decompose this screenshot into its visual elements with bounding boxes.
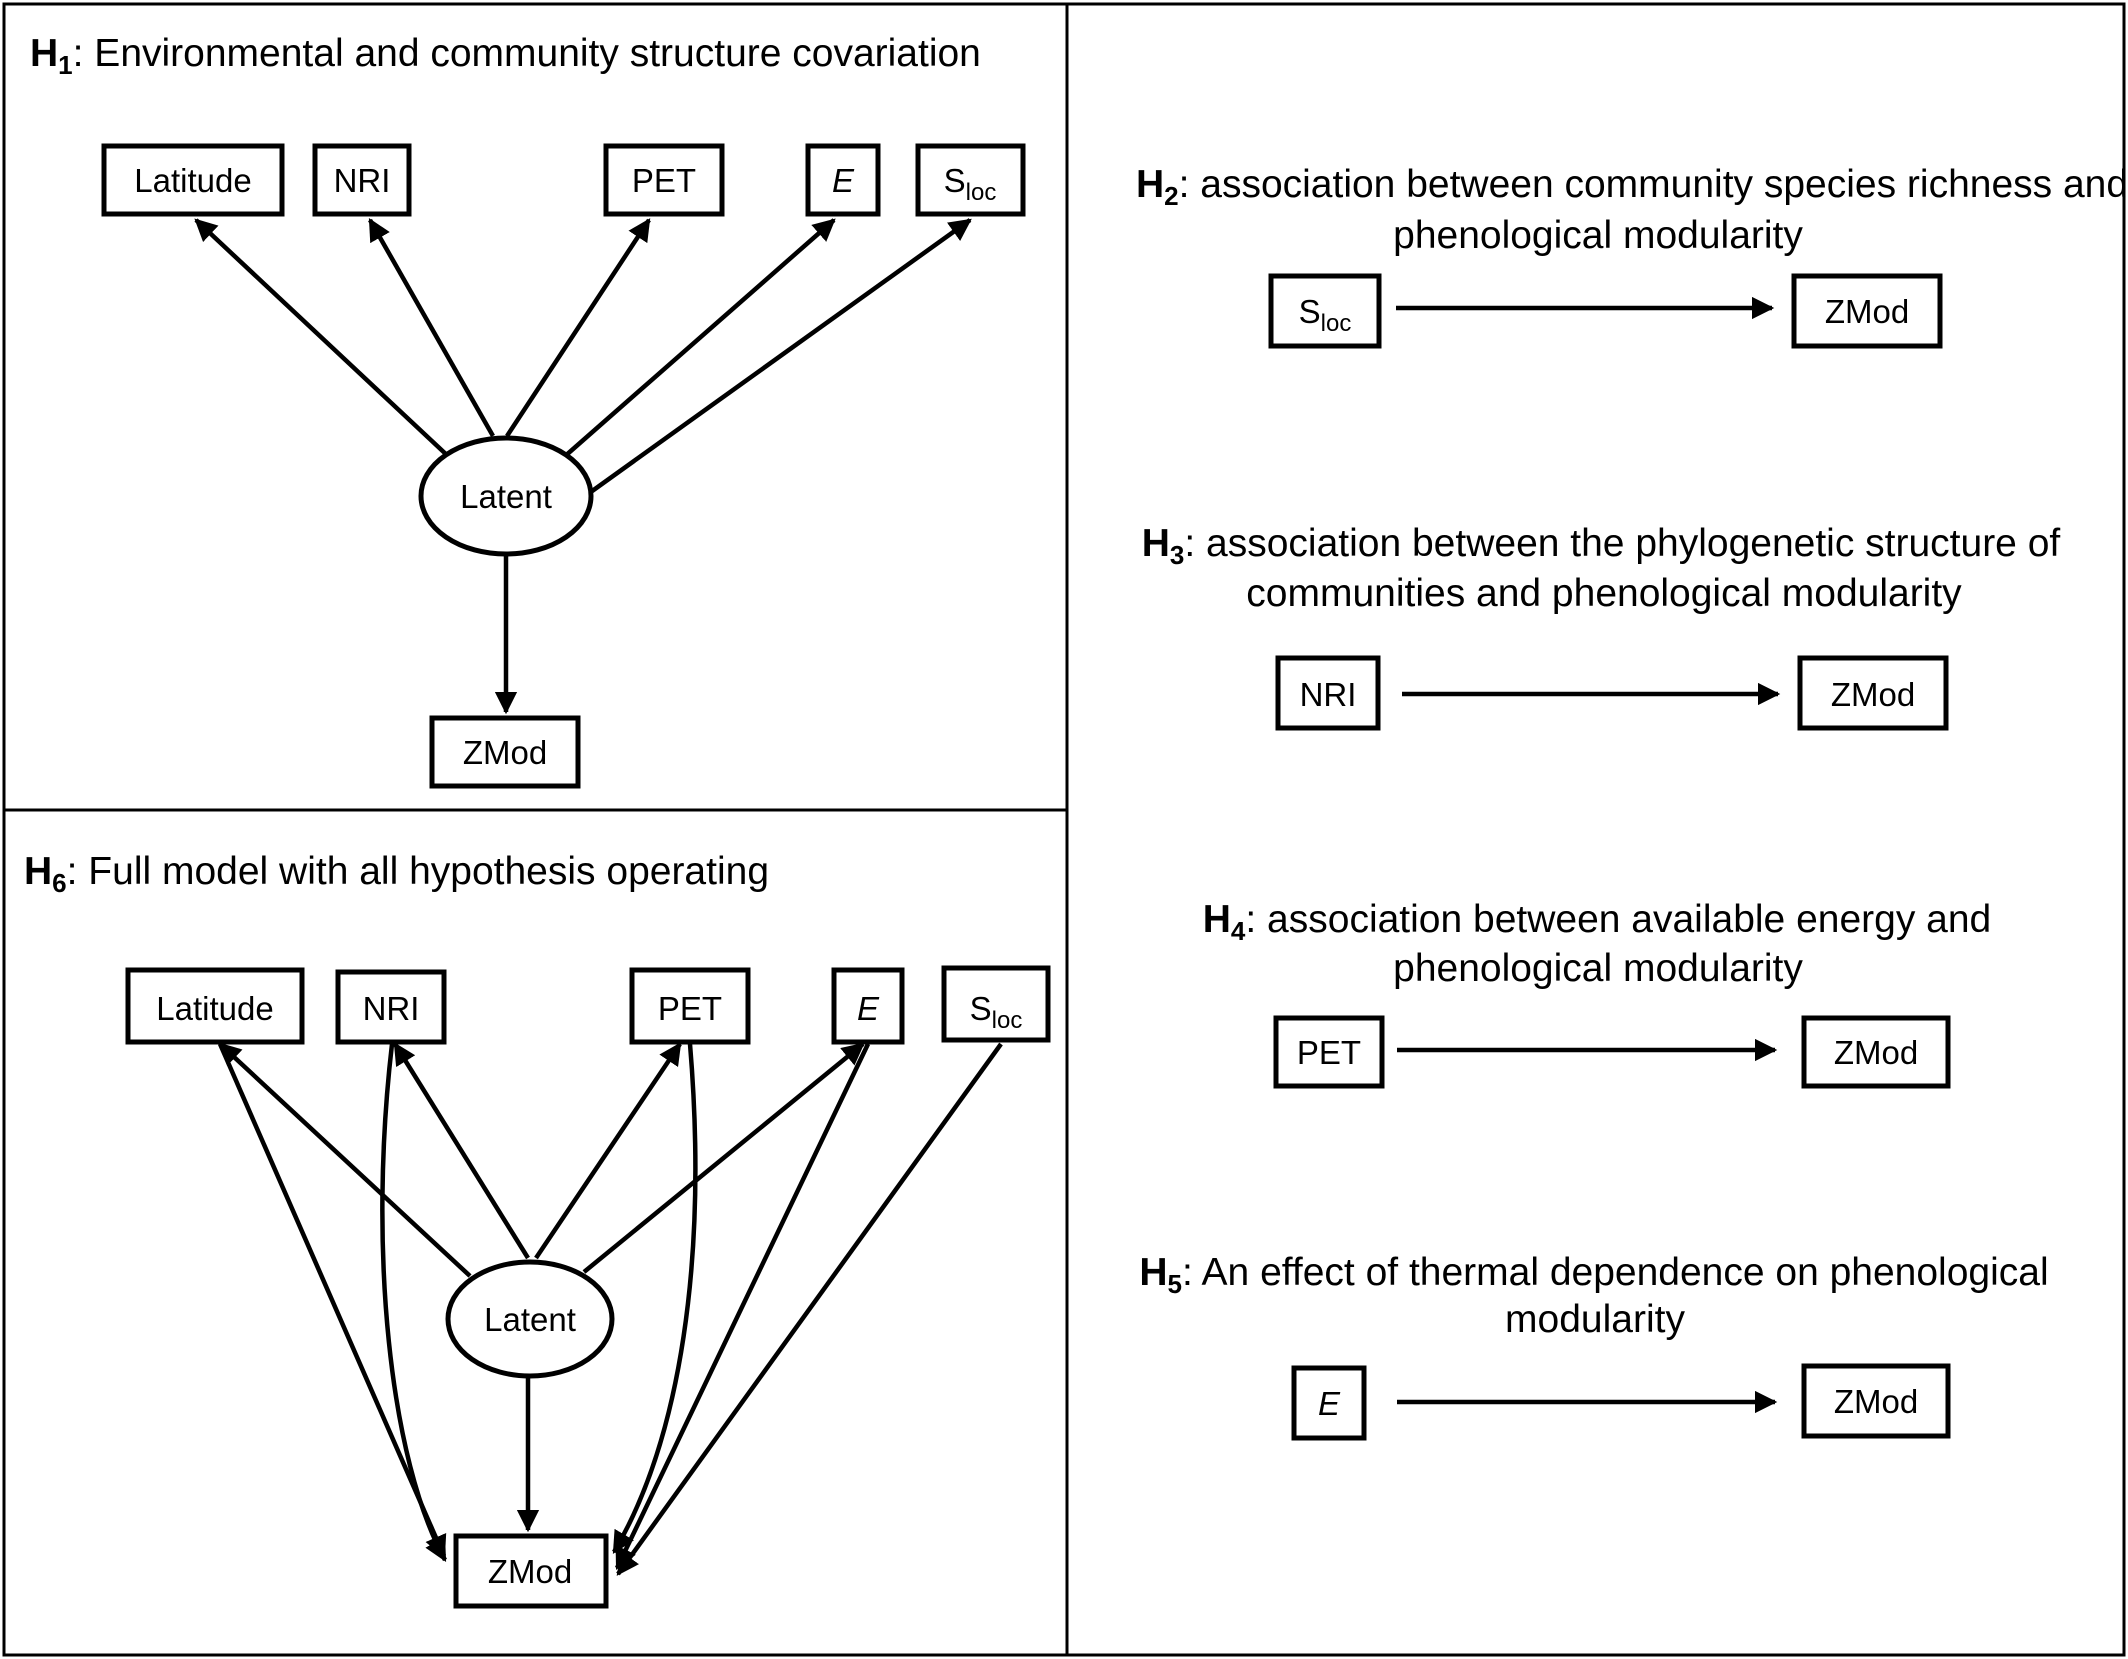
panel-h4: H4: association between available energy…	[1203, 898, 1991, 1089]
h4-zmod-label: ZMod	[1834, 1034, 1918, 1071]
h4-pet-label: PET	[1297, 1034, 1361, 1071]
h6-node-nri: NRI	[335, 969, 447, 1045]
h6-title: H6: Full model with all hypothesis opera…	[24, 850, 769, 898]
h2-sloc-label: Sloc	[1299, 293, 1352, 337]
h1-edge-latent-nri	[368, 218, 495, 438]
h3-zmod-label: ZMod	[1831, 676, 1915, 713]
h1-title: H1: Environmental and community structur…	[30, 32, 981, 80]
h3-nri-label: NRI	[1300, 676, 1357, 713]
h6-edge-latent-e	[582, 1042, 865, 1274]
h6-node-zmod: ZMod	[453, 1533, 609, 1609]
h6-edge-sloc-zmod	[616, 1042, 1003, 1576]
h6-edge-latent-pet	[534, 1042, 682, 1260]
h5-e-box	[1291, 1365, 1367, 1441]
h6-latent-label: Latent	[484, 1301, 576, 1338]
h4-title-line1: H4: association between available energy…	[1203, 898, 1991, 946]
h5-title-line2: modularity	[1505, 1298, 1685, 1341]
h5-zmod-box	[1801, 1363, 1951, 1439]
h6-latitude-label: Latitude	[156, 990, 273, 1027]
h4-pet-box	[1273, 1015, 1385, 1089]
panel-h2: H2: association between community specie…	[1136, 163, 2128, 349]
h6-nri-label: NRI	[363, 990, 420, 1027]
h1-edge-latent-sloc	[586, 218, 972, 496]
h6-edges	[217, 1042, 1003, 1576]
h1-pet-label: PET	[632, 162, 696, 199]
h2-title-line1: H2: association between community specie…	[1136, 163, 2128, 211]
h5-title-line1: H5: An effect of thermal dependence on p…	[1139, 1251, 2048, 1299]
h6-node-latitude: Latitude	[125, 967, 305, 1045]
h6-sloc-box	[941, 965, 1051, 1043]
h1-latent-ellipse	[418, 435, 594, 557]
h6-edge-latent-nri	[393, 1042, 530, 1260]
h6-zmod-label: ZMod	[488, 1553, 572, 1590]
h1-sloc-box	[915, 143, 1026, 217]
h6-edge-latitude-zmod	[217, 1043, 447, 1559]
h6-node-pet: PET	[629, 967, 751, 1045]
h1-node-latent: Latent	[418, 435, 594, 557]
panel-h5: H5: An effect of thermal dependence on p…	[1139, 1251, 2049, 1441]
h4-title-line2: phenological modularity	[1393, 947, 1803, 990]
h1-nri-box	[312, 143, 412, 217]
h1-e-label: E	[832, 162, 855, 199]
h1-edge-latent-pet	[505, 218, 651, 438]
panel-h1: H1: Environmental and community structur…	[30, 32, 1026, 789]
h1-e-box	[805, 143, 881, 217]
h6-pet-label: PET	[658, 990, 722, 1027]
h6-e-label: E	[857, 990, 880, 1027]
h6-edge-latent-latitude	[218, 1042, 472, 1278]
h6-sloc-label: Sloc	[970, 990, 1023, 1034]
h6-edge-nri-zmod	[380, 1043, 447, 1562]
h5-e-label: E	[1318, 1385, 1341, 1422]
h1-nri-label: NRI	[334, 162, 391, 199]
h1-node-zmod: ZMod	[429, 715, 581, 789]
h3-zmod-box	[1797, 655, 1949, 731]
h6-e-box	[831, 967, 905, 1045]
h1-zmod-label: ZMod	[463, 734, 547, 771]
h3-nri-box	[1275, 655, 1381, 731]
h3-title-line1: H3: association between the phylogenetic…	[1142, 522, 2061, 570]
h6-latent-ellipse	[445, 1259, 615, 1379]
h1-edge-latent-e	[562, 218, 836, 459]
panel-h6: H6: Full model with all hypothesis opera…	[24, 850, 1051, 1609]
h6-node-latent: Latent	[445, 1259, 615, 1379]
h2-zmod-box	[1791, 273, 1943, 349]
h1-edges	[194, 218, 972, 715]
h1-node-latitude: Latitude	[101, 143, 285, 217]
h3-title-line2: communities and phenological modularity	[1246, 572, 1962, 615]
h6-node-e: E	[831, 967, 905, 1045]
h1-latent-label: Latent	[460, 478, 552, 515]
h2-title-line2: phenological modularity	[1393, 214, 1803, 257]
h5-zmod-label: ZMod	[1834, 1383, 1918, 1420]
h1-pet-box	[603, 143, 725, 217]
panel-h3: H3: association between the phylogenetic…	[1142, 522, 2061, 731]
h1-latitude-box	[101, 143, 285, 217]
h6-nri-box	[335, 969, 447, 1045]
h1-edge-latent-latitude	[194, 218, 451, 459]
h4-zmod-box	[1801, 1015, 1951, 1089]
h6-edge-e-zmod	[614, 1043, 871, 1571]
h6-edge-pet-zmod	[612, 1043, 698, 1554]
h1-node-sloc: Sloc	[915, 143, 1026, 217]
h1-sloc-label: Sloc	[944, 162, 997, 206]
h1-node-e: E	[805, 143, 881, 217]
h1-node-pet: PET	[603, 143, 725, 217]
h1-node-nri: NRI	[312, 143, 412, 217]
h2-sloc-box	[1268, 273, 1382, 349]
h6-latitude-box	[125, 967, 305, 1045]
h2-zmod-label: ZMod	[1825, 293, 1909, 330]
h1-zmod-box	[429, 715, 581, 789]
h6-pet-box	[629, 967, 751, 1045]
h6-node-sloc: Sloc	[941, 965, 1051, 1043]
h1-latitude-label: Latitude	[134, 162, 251, 199]
h6-zmod-box	[453, 1533, 609, 1609]
